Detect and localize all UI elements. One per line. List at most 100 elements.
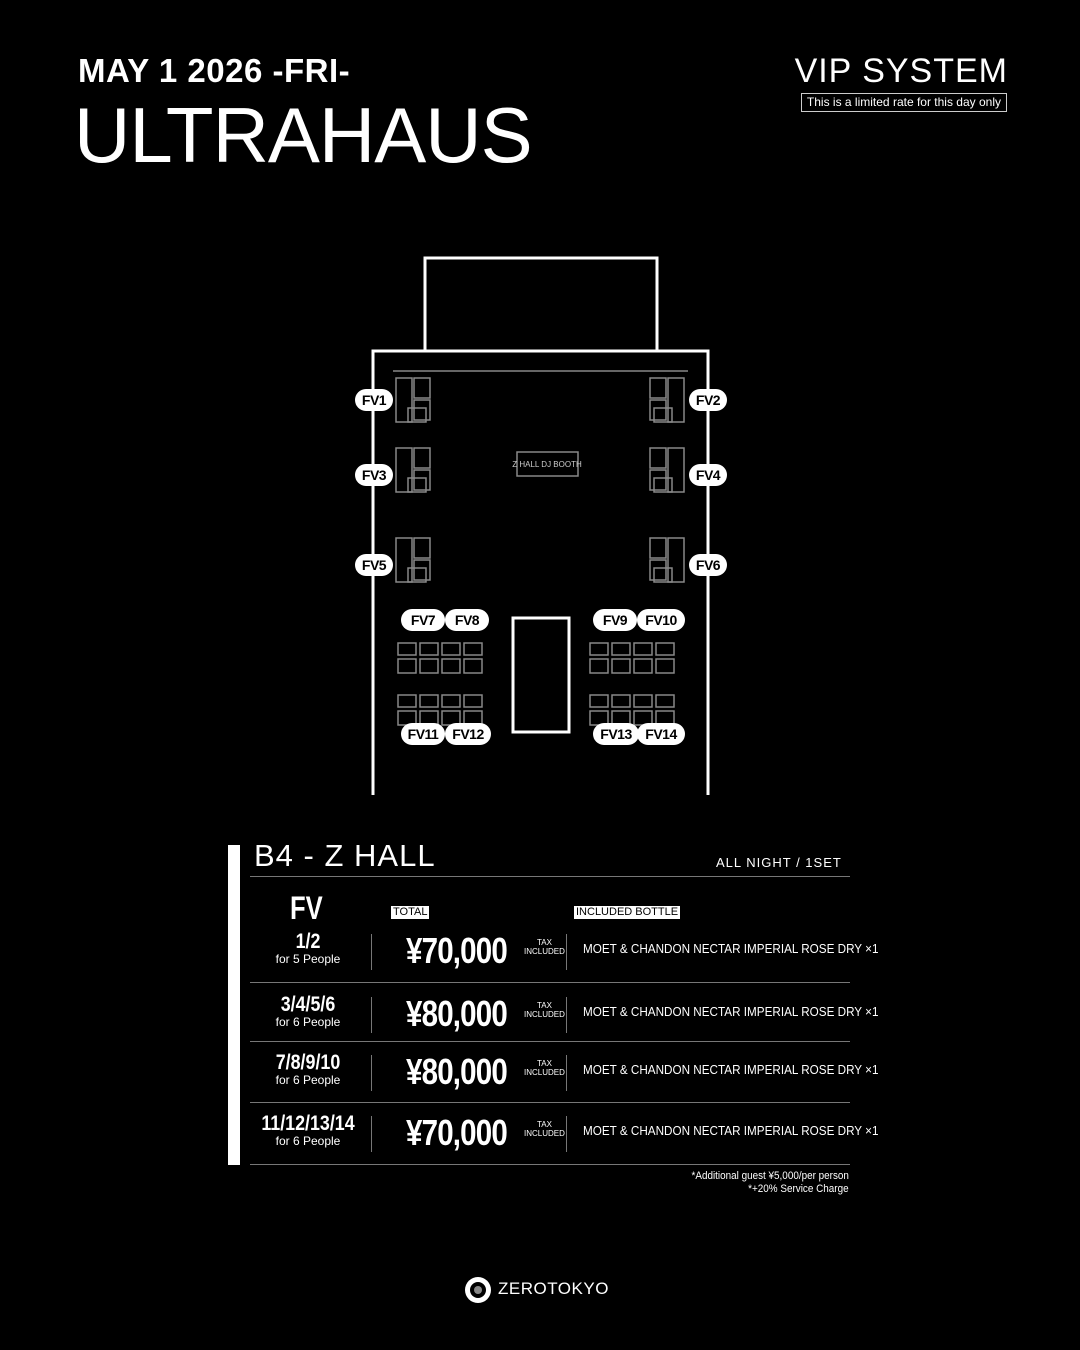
divider [371,934,372,970]
table-seat [633,694,653,708]
booth-sofa [395,447,413,493]
table-seat [611,694,631,708]
table-seat [655,642,675,656]
divider [371,1116,372,1152]
table-seat [611,658,631,674]
vip-system-title: VIP SYSTEM [794,52,1008,90]
booth-table [407,477,427,493]
seat-cell: 3/4/5/6 for 6 People [250,993,366,1029]
fv-pill-4[interactable]: FV4 [689,464,727,486]
table-seat [589,658,609,674]
row-divider [250,1102,850,1103]
table-seat [633,658,653,674]
booth-sofa [667,377,685,423]
table-seat [463,658,483,674]
divider [566,934,567,970]
booth-table [653,407,673,423]
booth-seat [649,377,667,399]
booth-sofa [395,537,413,583]
divider [371,997,372,1033]
table-seat [397,658,417,674]
footnote-service-charge: *+20% Service Charge [748,1183,849,1195]
table-seat [441,642,461,656]
table-seat [463,694,483,708]
booth-table [407,567,427,583]
fv-pill-5[interactable]: FV5 [355,554,393,576]
section-title: B4 - Z HALL [254,838,436,873]
table-seat [463,642,483,656]
seat-numbers: 11/12/13/14 [261,1112,355,1135]
divider [371,1055,372,1091]
footnote-additional-guest: *Additional guest ¥5,000/per person [691,1170,849,1182]
fv-pill-7[interactable]: FV7 [401,609,445,631]
people-count: for 6 People [275,1015,341,1029]
fv-pill-13[interactable]: FV13 [593,723,639,745]
booth-seat [413,537,431,559]
booth-table [407,407,427,423]
bottle-label: INCLUDED BOTTLE [574,906,681,919]
table-seat [419,658,439,674]
people-count: for 6 People [275,1073,341,1087]
fv-pill-6[interactable]: FV6 [689,554,727,576]
booth-seat [649,469,667,491]
booth-seat [413,399,431,421]
fv-pill-3[interactable]: FV3 [355,464,393,486]
section-bar [228,845,240,1165]
people-count: for 6 People [275,1134,341,1148]
booth-seat [413,377,431,399]
fv-pill-10[interactable]: FV10 [637,609,685,631]
included-bottle: MOET & CHANDON NECTAR IMPERIAL ROSE DRY … [583,941,879,956]
divider [566,1116,567,1152]
table-seat [397,642,417,656]
booth-sofa [667,537,685,583]
event-title: ULTRAHAUS [74,91,533,179]
row-divider [250,1041,850,1042]
set-label: ALL NIGHT / 1SET [716,855,842,870]
included-bottle: MOET & CHANDON NECTAR IMPERIAL ROSE DRY … [583,1062,879,1077]
fv-pill-12[interactable]: FV12 [445,723,491,745]
divider [566,997,567,1033]
row-divider [250,1164,850,1165]
floor-map: Z HALL DJ BOOTH [371,256,710,795]
booth-table [653,477,673,493]
table-seat [397,694,417,708]
table-seat [441,658,461,674]
price: ¥80,000 [406,1051,508,1092]
dj-booth-label: Z HALL DJ BOOTH [512,460,582,469]
fv-pill-1[interactable]: FV1 [355,389,393,411]
table-seat [633,642,653,656]
booth-seat [649,447,667,469]
fv-pill-11[interactable]: FV11 [401,723,445,745]
booth-seat [649,559,667,581]
booth-seat [413,447,431,469]
booth-seat [413,559,431,581]
fv-pill-14[interactable]: FV14 [637,723,685,745]
total-label: TOTAL [391,906,430,919]
divider [250,876,850,877]
booth-seat [649,399,667,421]
booth-sofa [667,447,685,493]
included-bottle: MOET & CHANDON NECTAR IMPERIAL ROSE DRY … [583,1004,879,1019]
fv-pill-2[interactable]: FV2 [689,389,727,411]
dj-booth [516,451,579,477]
table-seat [441,694,461,708]
stage [423,256,659,353]
included-bottle: MOET & CHANDON NECTAR IMPERIAL ROSE DRY … [583,1123,879,1138]
fv-pill-9[interactable]: FV9 [593,609,637,631]
price: ¥80,000 [406,993,508,1034]
event-date: MAY 1 2026 -FRI- [78,52,351,89]
divider [566,1055,567,1091]
row-divider [250,982,850,983]
table-seat [611,642,631,656]
fv-pill-8[interactable]: FV8 [445,609,489,631]
brand-name: ZEROTOKYO [498,1279,609,1298]
center-bar [511,616,571,734]
seat-numbers: 7/8/9/10 [275,1051,341,1074]
zerotokyo-logo-icon [465,1277,491,1303]
price: ¥70,000 [406,1112,508,1153]
